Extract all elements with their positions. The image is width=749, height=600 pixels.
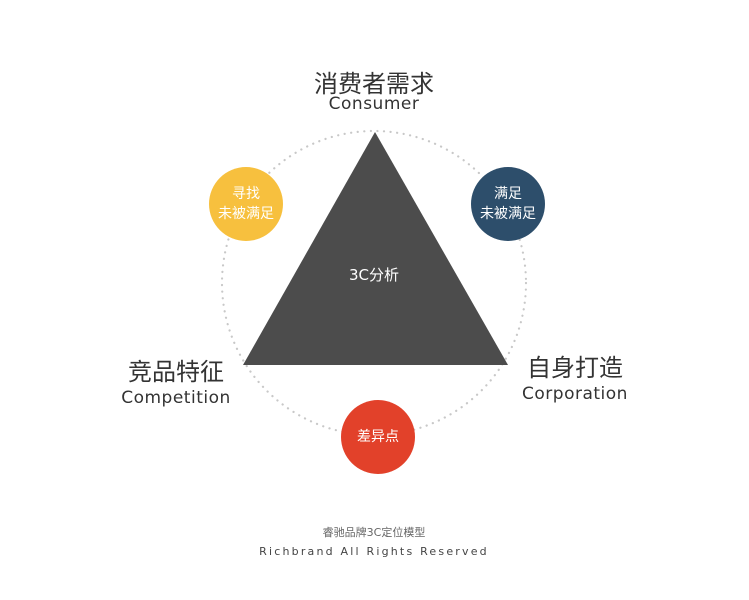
bubble-seek-unmet-line-1: 寻找 bbox=[232, 185, 260, 202]
footer-model-name: 睿驰品牌3C定位模型 bbox=[322, 526, 426, 539]
bubble-differentiation: 差异点 bbox=[341, 400, 415, 474]
node-competition-en: Competition bbox=[121, 388, 231, 408]
node-corporation-cn: 自身打造 bbox=[527, 354, 623, 382]
footer-copyright: Richbrand All Rights Reserved bbox=[259, 545, 489, 558]
bubble-seek-unmet-line-2: 未被满足 bbox=[218, 206, 274, 222]
node-consumer-cn: 消费者需求 bbox=[314, 70, 434, 98]
node-corporation-en: Corporation bbox=[522, 384, 628, 404]
node-consumer-en: Consumer bbox=[328, 94, 420, 114]
bubble-seek-unmet: 寻找 未被满足 bbox=[209, 167, 283, 241]
bubble-meet-unmet: 满足 未被满足 bbox=[471, 167, 545, 241]
bubble-meet-unmet-line-1: 满足 bbox=[494, 185, 522, 202]
bubble-differentiation-line-1: 差异点 bbox=[357, 428, 399, 445]
bubble-meet-unmet-line-2: 未被满足 bbox=[480, 206, 536, 222]
node-competition-cn: 竞品特征 bbox=[128, 358, 224, 386]
analysis-triangle bbox=[243, 132, 508, 365]
triangle-center-label: 3C分析 bbox=[348, 266, 400, 284]
